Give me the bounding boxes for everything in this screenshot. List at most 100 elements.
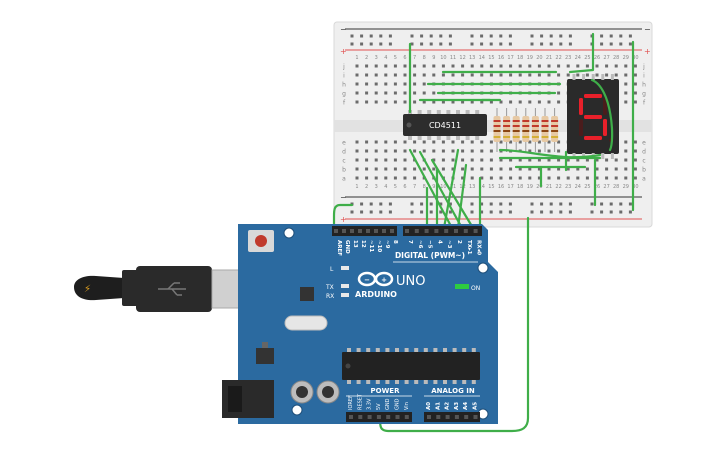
rail-hole [369,202,373,206]
breadboard-hole [441,140,445,144]
resistor-body[interactable] [551,116,559,142]
digital-pin-socket[interactable] [390,229,394,233]
breadboard-hole [518,73,522,77]
resistor-body[interactable] [512,116,520,142]
digital-pin-socket[interactable] [424,229,429,233]
column-number: 18 [517,55,523,61]
power-pin-socket[interactable] [367,415,372,419]
rail-hole [600,202,604,206]
power-pin-socket[interactable] [349,415,353,419]
breadboard-hole [509,73,513,77]
wire-chip-a[interactable] [408,148,454,230]
analog-pin-socket[interactable] [445,415,450,419]
breadboard-hole [595,73,599,77]
rail-hole [549,34,553,38]
wire-chip-f[interactable] [456,163,468,230]
digital-pin-socket[interactable] [358,229,362,233]
digital-pin-socket[interactable] [366,229,370,233]
column-number: 17 [507,184,513,190]
column-number: 7 [413,55,416,61]
breadboard-hole [557,64,561,68]
reset-button[interactable] [255,235,267,247]
breadboard-hole [374,158,378,162]
rail-hole [379,34,383,38]
breadboard-hole [393,149,397,153]
breadboard-hole [566,167,570,171]
wire-display-loop[interactable] [590,78,614,152]
wire-chip-e[interactable] [442,148,460,230]
cd4511-chip[interactable]: CD4511 [403,110,487,140]
digital-pin-socket[interactable] [463,229,468,233]
resistor-body[interactable] [531,116,539,142]
digital-pin-socket[interactable] [454,229,458,233]
breadboard-hole [413,64,417,68]
column-number: 26 [594,184,600,190]
breadboard-hole [499,100,503,104]
digital-pin-socket[interactable] [334,229,338,233]
display-pin [572,153,576,159]
column-number: 24 [575,55,581,61]
wire-seg-g[interactable] [498,148,602,159]
resistor-band [551,130,559,132]
digital-pin-socket[interactable] [382,229,386,233]
digital-pin-socket[interactable] [342,229,346,233]
segment-e [579,119,583,136]
column-number: 8 [423,55,426,61]
column-number: 17 [507,55,513,61]
analog-pin-socket[interactable] [427,415,431,419]
row-letter: h [342,82,346,89]
rail-hole [379,210,383,214]
digital-pin-socket[interactable] [473,229,478,233]
breadboard-hole [365,82,369,86]
power-pin-socket[interactable] [395,415,400,419]
rail-hole [619,42,623,46]
led-l [341,266,349,270]
analog-pin-socket[interactable] [454,415,459,419]
column-number: 20 [536,55,542,61]
mcu-notch [345,363,351,369]
power-pin-socket[interactable] [404,415,409,419]
power-pin-socket[interactable] [358,415,363,419]
usb-cable[interactable]: ⚡ [74,266,249,312]
rail-minus-mark-bottom: − [340,193,347,202]
breadboard-hole [537,176,541,180]
resistor-array [493,108,559,152]
chip-pin [465,135,470,140]
analog-pin-socket[interactable] [473,415,478,419]
power-pin-socket[interactable] [376,415,381,419]
breadboard-hole [432,73,436,77]
digital-pin-socket[interactable] [350,229,354,233]
capacitor-2-top [322,386,334,398]
breadboard-hole [470,149,474,153]
analog-pin-socket[interactable] [436,415,441,419]
analog-pin-socket[interactable] [464,415,469,419]
breadboard-hole [393,82,397,86]
digital-pin-socket[interactable] [434,229,439,233]
digital-pin-socket[interactable] [405,229,409,233]
digital-pin-socket[interactable] [444,229,449,233]
power-pin-label: IOREF [348,395,354,410]
wire-chip-c[interactable] [430,158,475,230]
wire-display-links[interactable] [539,150,597,207]
digital-pin-label: ~9 [384,240,390,249]
column-number: 20 [536,184,542,190]
digital-pin-socket[interactable] [374,229,378,233]
usb-lightning-icon: ⚡ [84,284,91,295]
mcu-pin [433,379,438,384]
breadboard-hole [365,167,369,171]
rail-hole [369,210,373,214]
resistor-body[interactable] [503,116,511,142]
resistor-band [512,120,520,122]
resistor-body[interactable] [541,116,549,142]
wire-chip-b[interactable] [418,150,464,230]
power-pin-socket[interactable] [386,415,391,419]
resistor-body[interactable] [493,116,501,142]
resistor-body[interactable] [522,116,530,142]
digital-pin-socket[interactable] [414,229,419,233]
regulator-tab [262,342,268,348]
wire-display-common[interactable] [568,32,595,74]
wire-gnd-rail[interactable] [332,203,354,230]
rail-hole [568,202,572,206]
